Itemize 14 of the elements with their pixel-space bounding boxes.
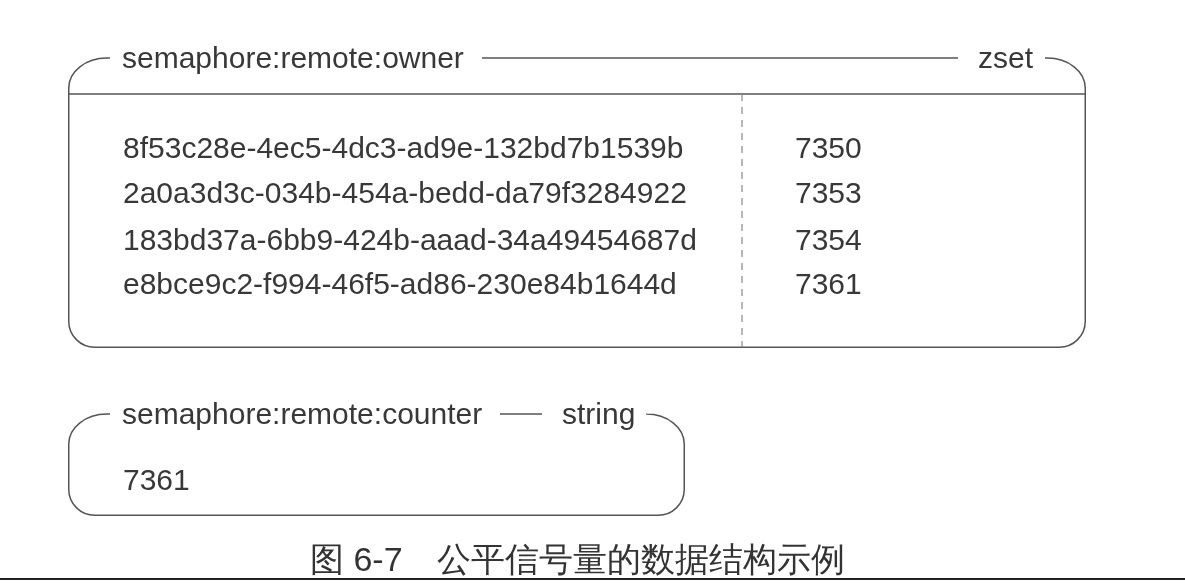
score-value: 7353 <box>795 176 862 210</box>
score-value: 7354 <box>795 223 862 257</box>
value-text: 7361 <box>123 463 190 497</box>
key-name: semaphore:remote:counter <box>122 397 483 431</box>
type-label: string <box>562 397 636 431</box>
caption: 图 6-7 公平信号量的数据结构示例 <box>310 541 845 577</box>
member-id: 8f53c28e-4ec5-4dc3-ad9e-132bd7b1539b <box>123 131 684 165</box>
member-id: 2a0a3d3c-034b-454a-bedd-da79f3284922 <box>123 176 687 210</box>
member-id: 183bd37a-6bb9-424b-aaad-34a49454687d <box>123 223 697 257</box>
score-value: 7350 <box>795 131 862 165</box>
member-id: e8bce9c2-f994-46f5-ad86-230e84b1644d <box>123 267 677 301</box>
key-name: semaphore:remote:owner <box>122 41 464 75</box>
score-value: 7361 <box>795 267 862 301</box>
type-label: zset <box>978 41 1034 75</box>
